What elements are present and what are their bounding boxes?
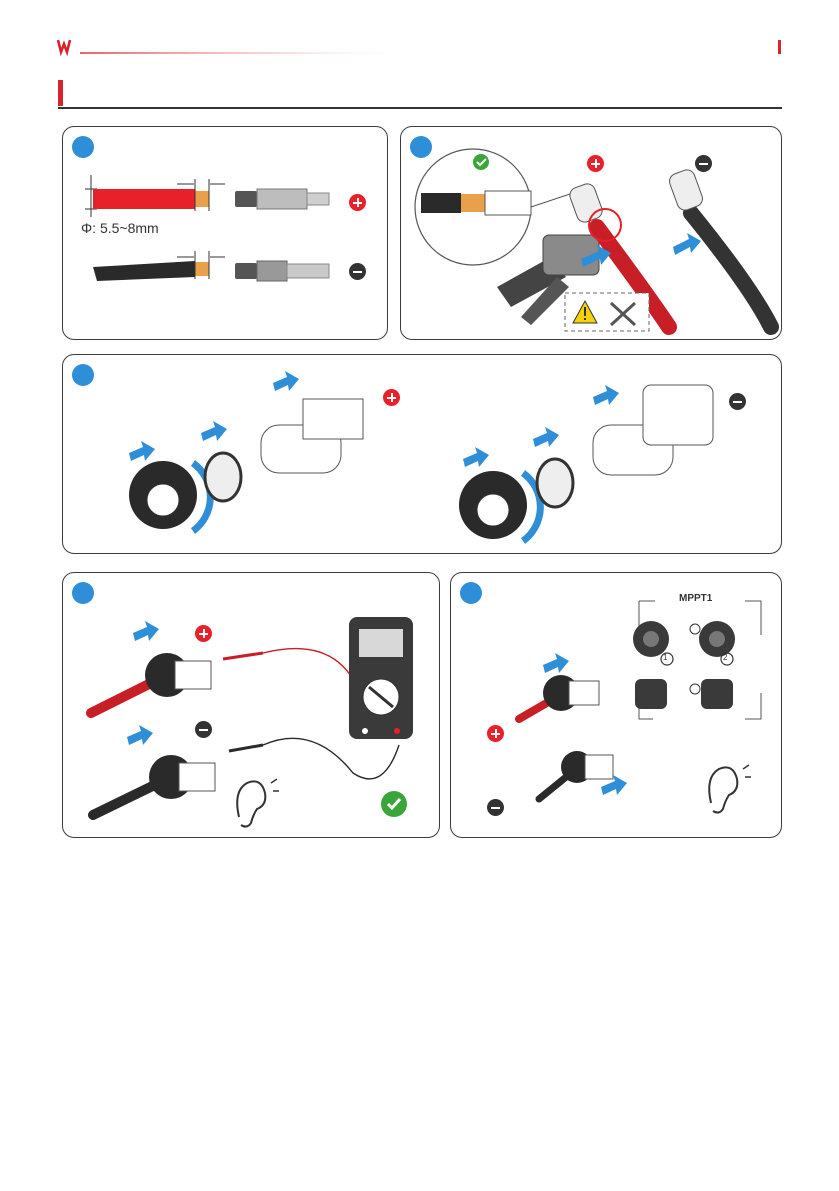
port-label-1: 1 [663,653,667,662]
plus-sign-icon [587,155,604,172]
panel-strip-cable: Φ: 5.5~8mm [62,126,388,340]
panel-crimp [400,126,782,340]
mppt-label: MPPT1 [679,593,712,604]
plus-sign-icon [383,389,400,406]
minus-sign-icon [349,263,366,280]
plus-sign-icon [195,625,212,642]
inverter-ports-illustration [451,573,782,838]
panel-assemble [62,354,782,554]
metal-pin-negative [235,261,329,281]
diameter-label: Φ: 5.5~8mm [81,220,159,236]
section-rule [58,107,782,109]
minus-sign-icon [729,393,746,410]
minus-sign-icon [487,799,504,816]
section-bar [58,80,63,106]
port-label-2: 2 [723,653,727,662]
panel-measure [62,572,440,838]
minus-sign-icon [195,721,212,738]
page-marker [778,40,781,54]
minus-sign-icon [695,155,712,172]
multimeter-illustration [63,573,440,838]
negative-connector-exploded [63,355,782,554]
plus-sign-icon [487,725,504,742]
metal-pin-positive [235,189,329,209]
panel-install: MPPT1 1 2 [450,572,782,838]
plus-sign-icon [349,194,366,211]
